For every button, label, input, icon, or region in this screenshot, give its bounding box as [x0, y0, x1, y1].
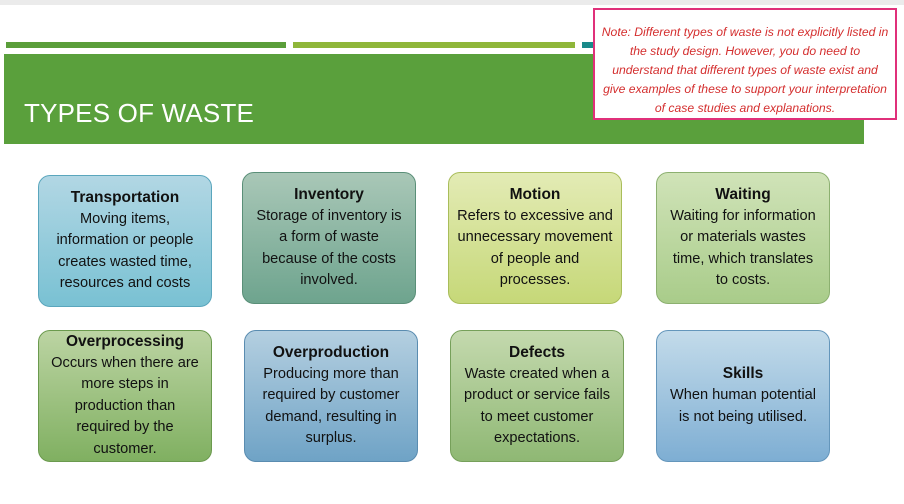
card-title: Inventory — [294, 185, 364, 203]
slide-title: TYPES OF WASTE — [24, 98, 255, 128]
card-title: Transportation — [70, 188, 180, 206]
card-text: Moving items, information or people crea… — [56, 210, 194, 292]
accent-stripe-teal — [582, 42, 602, 48]
card-motion: Motion Refers to excessive and unnecessa… — [448, 172, 622, 304]
card-inventory: Inventory Storage of inventory is a form… — [242, 172, 416, 304]
card-text: Storage of inventory is a form of waste … — [256, 207, 402, 289]
card-transportation: Transportation Moving items, information… — [38, 175, 212, 307]
card-text: Waiting for information or materials was… — [670, 207, 816, 289]
card-defects: Defects Waste created when a product or … — [450, 330, 624, 462]
card-title: Overproduction — [272, 343, 390, 361]
card-title: Motion — [509, 185, 561, 203]
card-waiting: Waiting Waiting for information or mater… — [656, 172, 830, 304]
card-text: When human potential is not being utilis… — [669, 387, 817, 425]
accent-stripe-lime — [293, 42, 575, 48]
card-skills: Skills When human potential is not being… — [656, 330, 830, 462]
accent-stripe-green — [6, 42, 286, 48]
card-title: Defects — [509, 343, 565, 361]
card-text: Waste created when a product or service … — [464, 365, 610, 447]
card-title: Waiting — [715, 185, 771, 203]
card-title: Skills — [722, 365, 764, 382]
card-overproduction: Overproduction Producing more than requi… — [244, 330, 418, 462]
card-text: Producing more than required by customer… — [262, 365, 400, 447]
card-text: Refers to excessive and unnecessary move… — [457, 207, 613, 289]
card-title: Overprocessing — [65, 332, 185, 350]
top-border — [0, 0, 904, 5]
card-text: Occurs when there are more steps in prod… — [51, 354, 199, 457]
note-box: Note: Different types of waste is not ex… — [593, 8, 897, 120]
card-overprocessing: Overprocessing Occurs when there are mor… — [38, 330, 212, 462]
